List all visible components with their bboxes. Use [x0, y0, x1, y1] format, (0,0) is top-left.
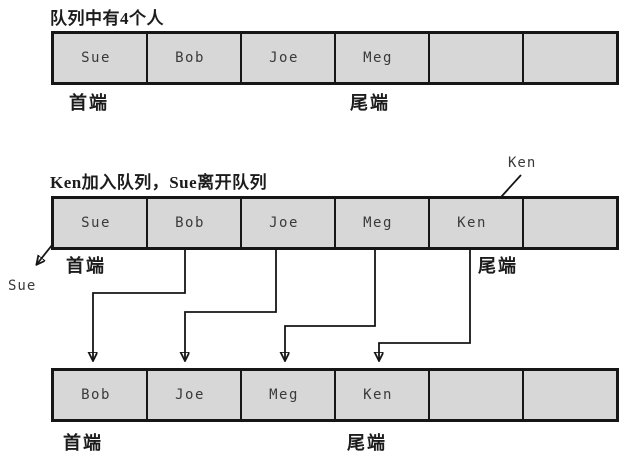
shift-connector-joe	[185, 231, 277, 360]
queue-cell	[428, 32, 524, 84]
queue-cell	[428, 369, 524, 421]
queue-cell	[522, 197, 618, 249]
transition-rear-label: 尾端	[478, 256, 518, 276]
before-queue-row: Sue Bob Joe Meg	[51, 31, 619, 85]
queue-cell: Joe	[240, 32, 336, 84]
after-rear-label: 尾端	[347, 433, 387, 453]
queue-cell: Joe	[146, 369, 242, 421]
queue-cell	[522, 369, 618, 421]
dequeue-name-label: Sue	[8, 278, 37, 294]
queue-cell: Sue	[52, 197, 148, 249]
queue-cell: Bob	[146, 32, 242, 84]
queue-cell: Joe	[240, 197, 336, 249]
queue-cell: Meg	[334, 32, 430, 84]
shift-connector-bob	[93, 231, 186, 360]
queue-cell: Bob	[146, 197, 242, 249]
shift-connector-ken	[379, 232, 471, 360]
queue-cell: Ken	[428, 197, 524, 249]
transition-queue-row: Sue Bob Joe Meg Ken	[51, 196, 619, 250]
before-front-label: 首端	[69, 93, 109, 113]
queue-cell: Bob	[52, 369, 148, 421]
before-rear-label: 尾端	[350, 93, 390, 113]
queue-cell: Sue	[52, 32, 148, 84]
after-queue-row: Bob Joe Meg Ken	[51, 368, 619, 422]
queue-cell: Ken	[334, 369, 430, 421]
transition-title: Ken加入队列，Sue离开队列	[50, 173, 268, 192]
queue-cell: Meg	[334, 197, 430, 249]
queue-cell: Meg	[240, 369, 336, 421]
before-title: 队列中有4个人	[50, 9, 164, 28]
after-front-label: 首端	[63, 433, 103, 453]
queue-cell	[522, 32, 618, 84]
transition-front-label: 首端	[66, 256, 106, 276]
shift-connector-meg	[285, 231, 376, 360]
enqueue-name-label: Ken	[508, 155, 537, 171]
